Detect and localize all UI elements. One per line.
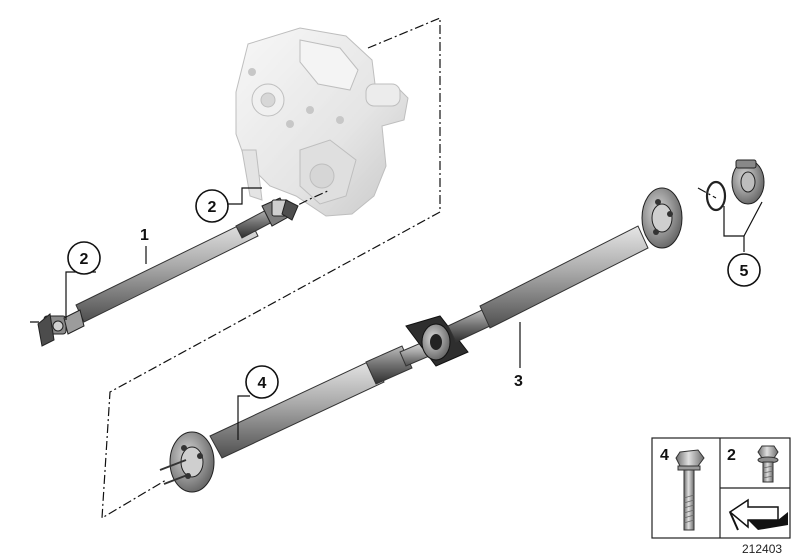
front-u-joint-rear xyxy=(37,309,85,347)
hex-bolt-icon xyxy=(675,449,705,531)
output-flange xyxy=(731,159,765,205)
svg-text:5: 5 xyxy=(740,263,749,280)
legend-label-4: 4 xyxy=(660,447,669,464)
rear-shaft-rear-flex-disc xyxy=(159,431,215,493)
callout-1: 1 xyxy=(140,227,149,244)
svg-text:2: 2 xyxy=(80,251,89,268)
svg-text:3: 3 xyxy=(514,373,523,390)
flange-bolt-icon xyxy=(757,445,779,483)
transfer-case xyxy=(235,27,409,217)
rear-shaft-front-flex-disc xyxy=(641,187,683,249)
assembly-guide-lines xyxy=(30,17,717,520)
legend-label-2: 2 xyxy=(727,447,736,464)
center-bearing xyxy=(405,315,469,367)
svg-text:4: 4 xyxy=(258,375,267,392)
fastener-legend: 4 2 xyxy=(651,437,791,539)
svg-text:1: 1 xyxy=(140,227,149,244)
rear-driveshaft xyxy=(159,187,683,493)
svg-text:2: 2 xyxy=(208,199,217,216)
callout-3: 3 xyxy=(514,373,523,390)
front-u-joint-front xyxy=(261,197,299,227)
diagram-number: 212403 xyxy=(742,542,782,556)
callout-2-upper: 2 xyxy=(195,189,229,223)
seal-ring xyxy=(705,180,727,212)
callout-2-lower: 2 xyxy=(67,241,101,275)
front-driveshaft xyxy=(37,197,299,347)
callout-5: 5 xyxy=(727,253,761,287)
callout-4: 4 xyxy=(245,365,279,399)
arrow-icon xyxy=(728,498,788,531)
